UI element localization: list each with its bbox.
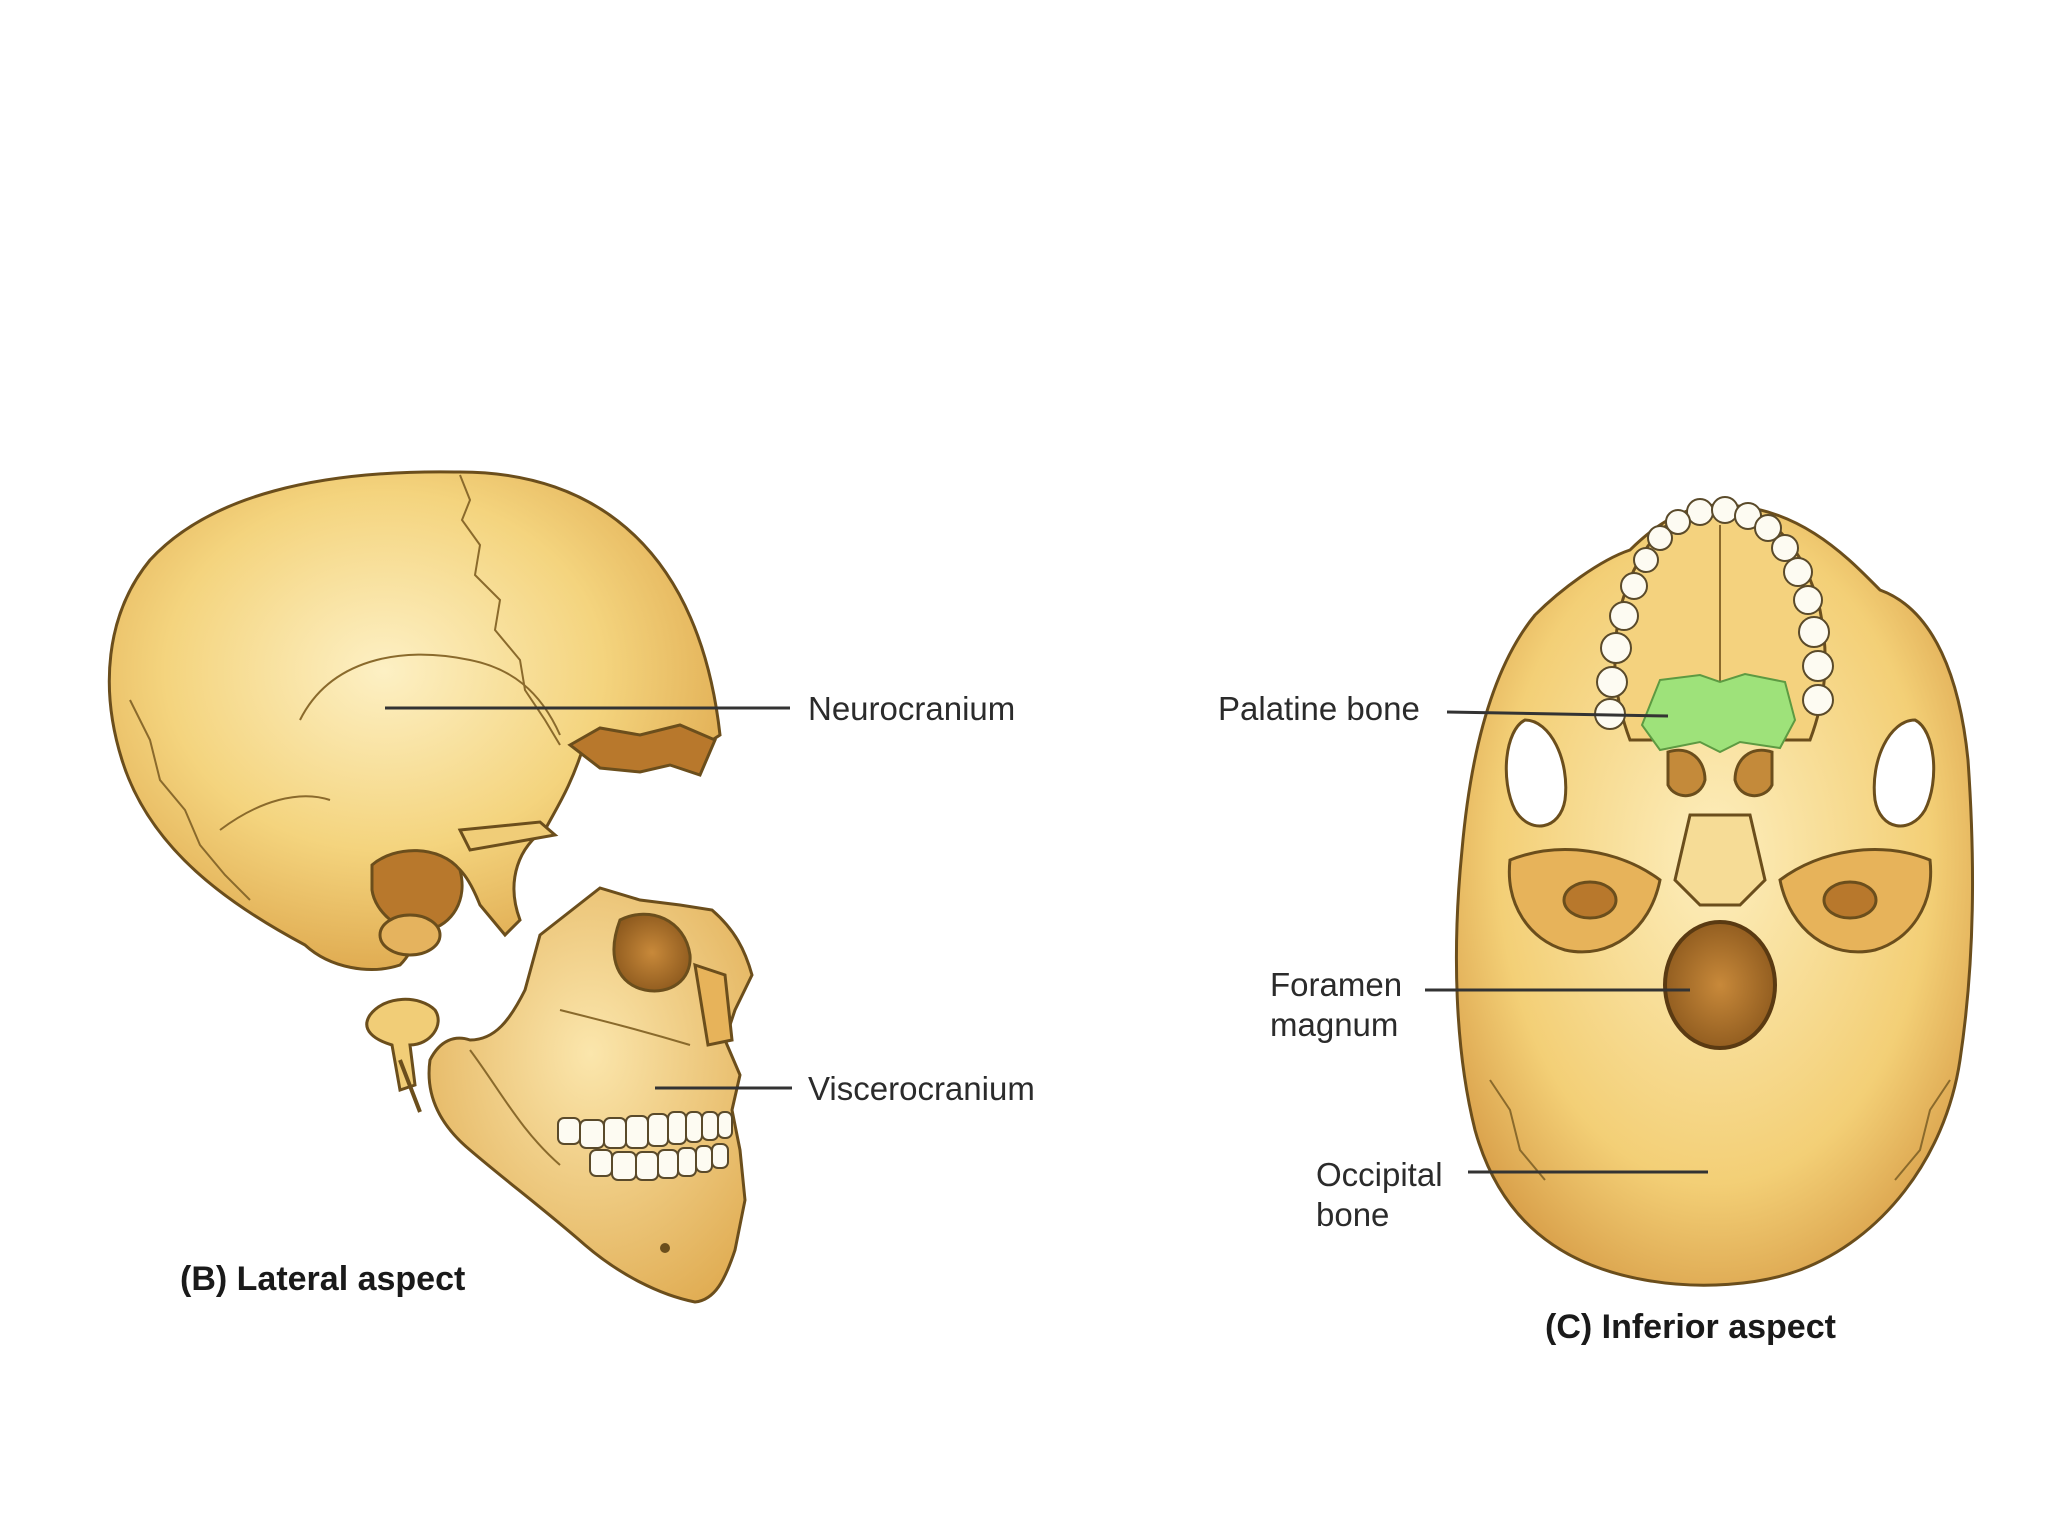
orbit-cavity xyxy=(612,912,692,993)
palatine-bone-leader-line xyxy=(1446,710,1669,718)
viscerocranium-shape xyxy=(427,886,754,1304)
maxillary-teeth-arch xyxy=(1594,496,1834,730)
zygomatic-process xyxy=(457,820,559,852)
palatine-bone-label: Palatine bone xyxy=(1218,690,1420,727)
mandible-ramus-line xyxy=(469,1049,561,1166)
mastoid-region xyxy=(370,849,464,933)
neurocranium-label: Neurocranium xyxy=(808,690,1015,727)
orbit-cut-edge xyxy=(567,723,717,777)
inferior-skull-illustration xyxy=(1454,496,1975,1287)
palatine-bone-highlight xyxy=(1640,672,1797,754)
coronal-suture xyxy=(459,474,561,746)
lambdoid-suture xyxy=(129,699,251,901)
lower-teeth xyxy=(589,1143,729,1181)
foramen-magnum-opening xyxy=(1663,920,1777,1050)
right-mandibular-fossa xyxy=(1822,880,1878,920)
mastoid-process xyxy=(378,913,442,957)
lateral-face-illustration xyxy=(365,886,754,1304)
inferior-aspect-caption: (C) Inferior aspect xyxy=(1545,1308,1836,1346)
squamosal-suture xyxy=(299,653,561,736)
left-temporal-fossa xyxy=(1504,718,1568,828)
occipital-bone-label-line2: bone xyxy=(1316,1196,1389,1233)
mental-foramen xyxy=(660,1243,670,1253)
left-mandibular-fossa xyxy=(1562,880,1618,920)
right-lambdoid-suture xyxy=(1894,1079,1951,1181)
temporal-line xyxy=(219,795,331,831)
foramen-magnum-label-line2: magnum xyxy=(1270,1006,1398,1043)
foramen-magnum-label-line1: Foramen xyxy=(1270,966,1402,1003)
styloid-process xyxy=(398,1059,422,1113)
lateral-skull-illustration xyxy=(107,470,722,971)
right-temporal-fossa xyxy=(1872,718,1936,828)
basilar-occipital xyxy=(1673,813,1767,907)
left-lambdoid-suture xyxy=(1489,1079,1546,1181)
upper-teeth xyxy=(557,1111,733,1149)
nasal-region xyxy=(693,962,734,1047)
maxilla-suture xyxy=(559,1009,691,1046)
choanae xyxy=(1666,748,1774,798)
mandibular-condyle xyxy=(365,997,440,1092)
lateral-aspect-caption: (B) Lateral aspect xyxy=(180,1260,465,1298)
viscerocranium-label: Viscerocranium xyxy=(808,1070,1035,1107)
occipital-bone-label-line1: Occipital xyxy=(1316,1156,1443,1193)
